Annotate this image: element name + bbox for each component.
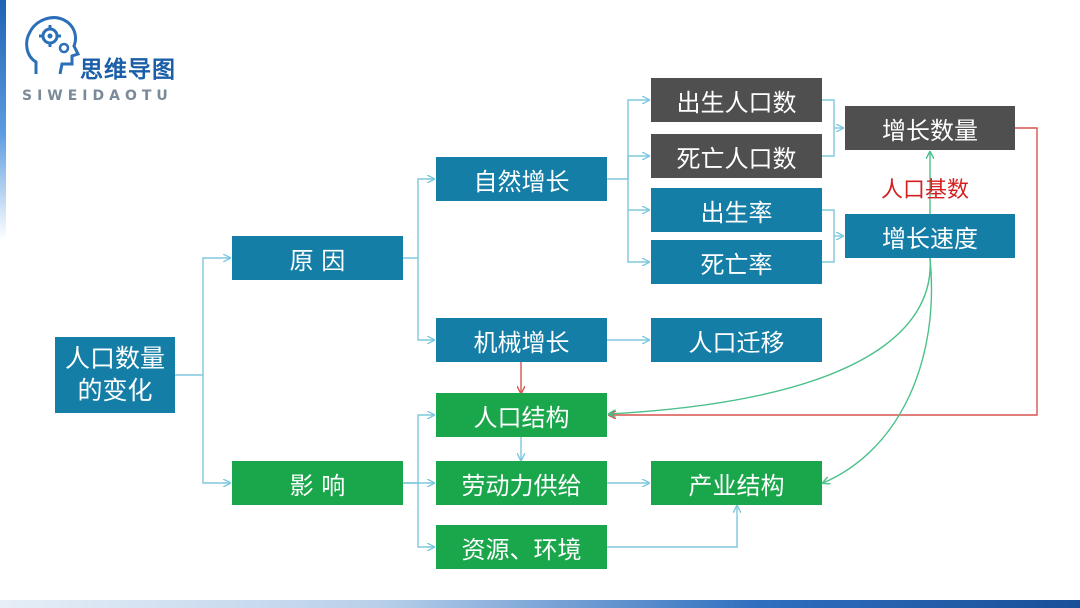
connector-base-industry — [823, 257, 933, 483]
population-base-label: 人口基数 — [881, 178, 970, 203]
mechanical-growth-node: 机械增长 — [436, 318, 607, 362]
head-gear-icon — [25, 16, 81, 75]
connector-quantity — [822, 99, 835, 157]
connector-cause — [403, 179, 434, 259]
connector-effect — [403, 415, 434, 484]
connector-natural — [607, 100, 649, 180]
labor-supply-node: 劳动力供给 — [436, 461, 607, 505]
connector-speed — [822, 209, 835, 263]
natural-growth-node: 自然增长 — [436, 157, 607, 201]
migration-node: 人口迁移 — [651, 318, 822, 362]
connector-natural — [627, 210, 649, 262]
connector-root — [202, 375, 230, 483]
births-node: 出生人口数 — [651, 78, 822, 122]
deaths-node: 死亡人口数 — [651, 134, 822, 178]
connector-quantity-structure — [609, 127, 1038, 415]
connector-effect — [417, 483, 434, 547]
logo-title: 思维导图 — [80, 57, 176, 83]
connector-natural — [627, 179, 649, 210]
growth-speed-node: 增长速度 — [845, 214, 1015, 258]
connector-resources-industry — [607, 506, 737, 548]
resources-environment-node: 资源、环境 — [436, 525, 607, 569]
connector-base-structure — [609, 257, 931, 414]
root-node: 人口数量 的变化 — [55, 337, 175, 413]
effect-node: 影 响 — [232, 461, 403, 505]
death-rate-node: 死亡率 — [651, 240, 822, 284]
growth-quantity-node: 增长数量 — [845, 106, 1015, 150]
connector-root — [175, 258, 230, 376]
connector-cause — [417, 258, 434, 340]
population-structure-node: 人口结构 — [436, 393, 607, 437]
industry-structure-node: 产业结构 — [651, 461, 822, 505]
birth-rate-node: 出生率 — [651, 188, 822, 232]
bottom-accent-bar — [0, 600, 1080, 608]
logo-subtitle: SIWEIDAOTU — [22, 88, 173, 104]
connector-natural — [627, 156, 649, 179]
left-accent-bar — [0, 0, 6, 240]
cause-node: 原 因 — [232, 236, 403, 280]
logo: 思维导图 SIWEIDAOTU — [18, 12, 198, 112]
